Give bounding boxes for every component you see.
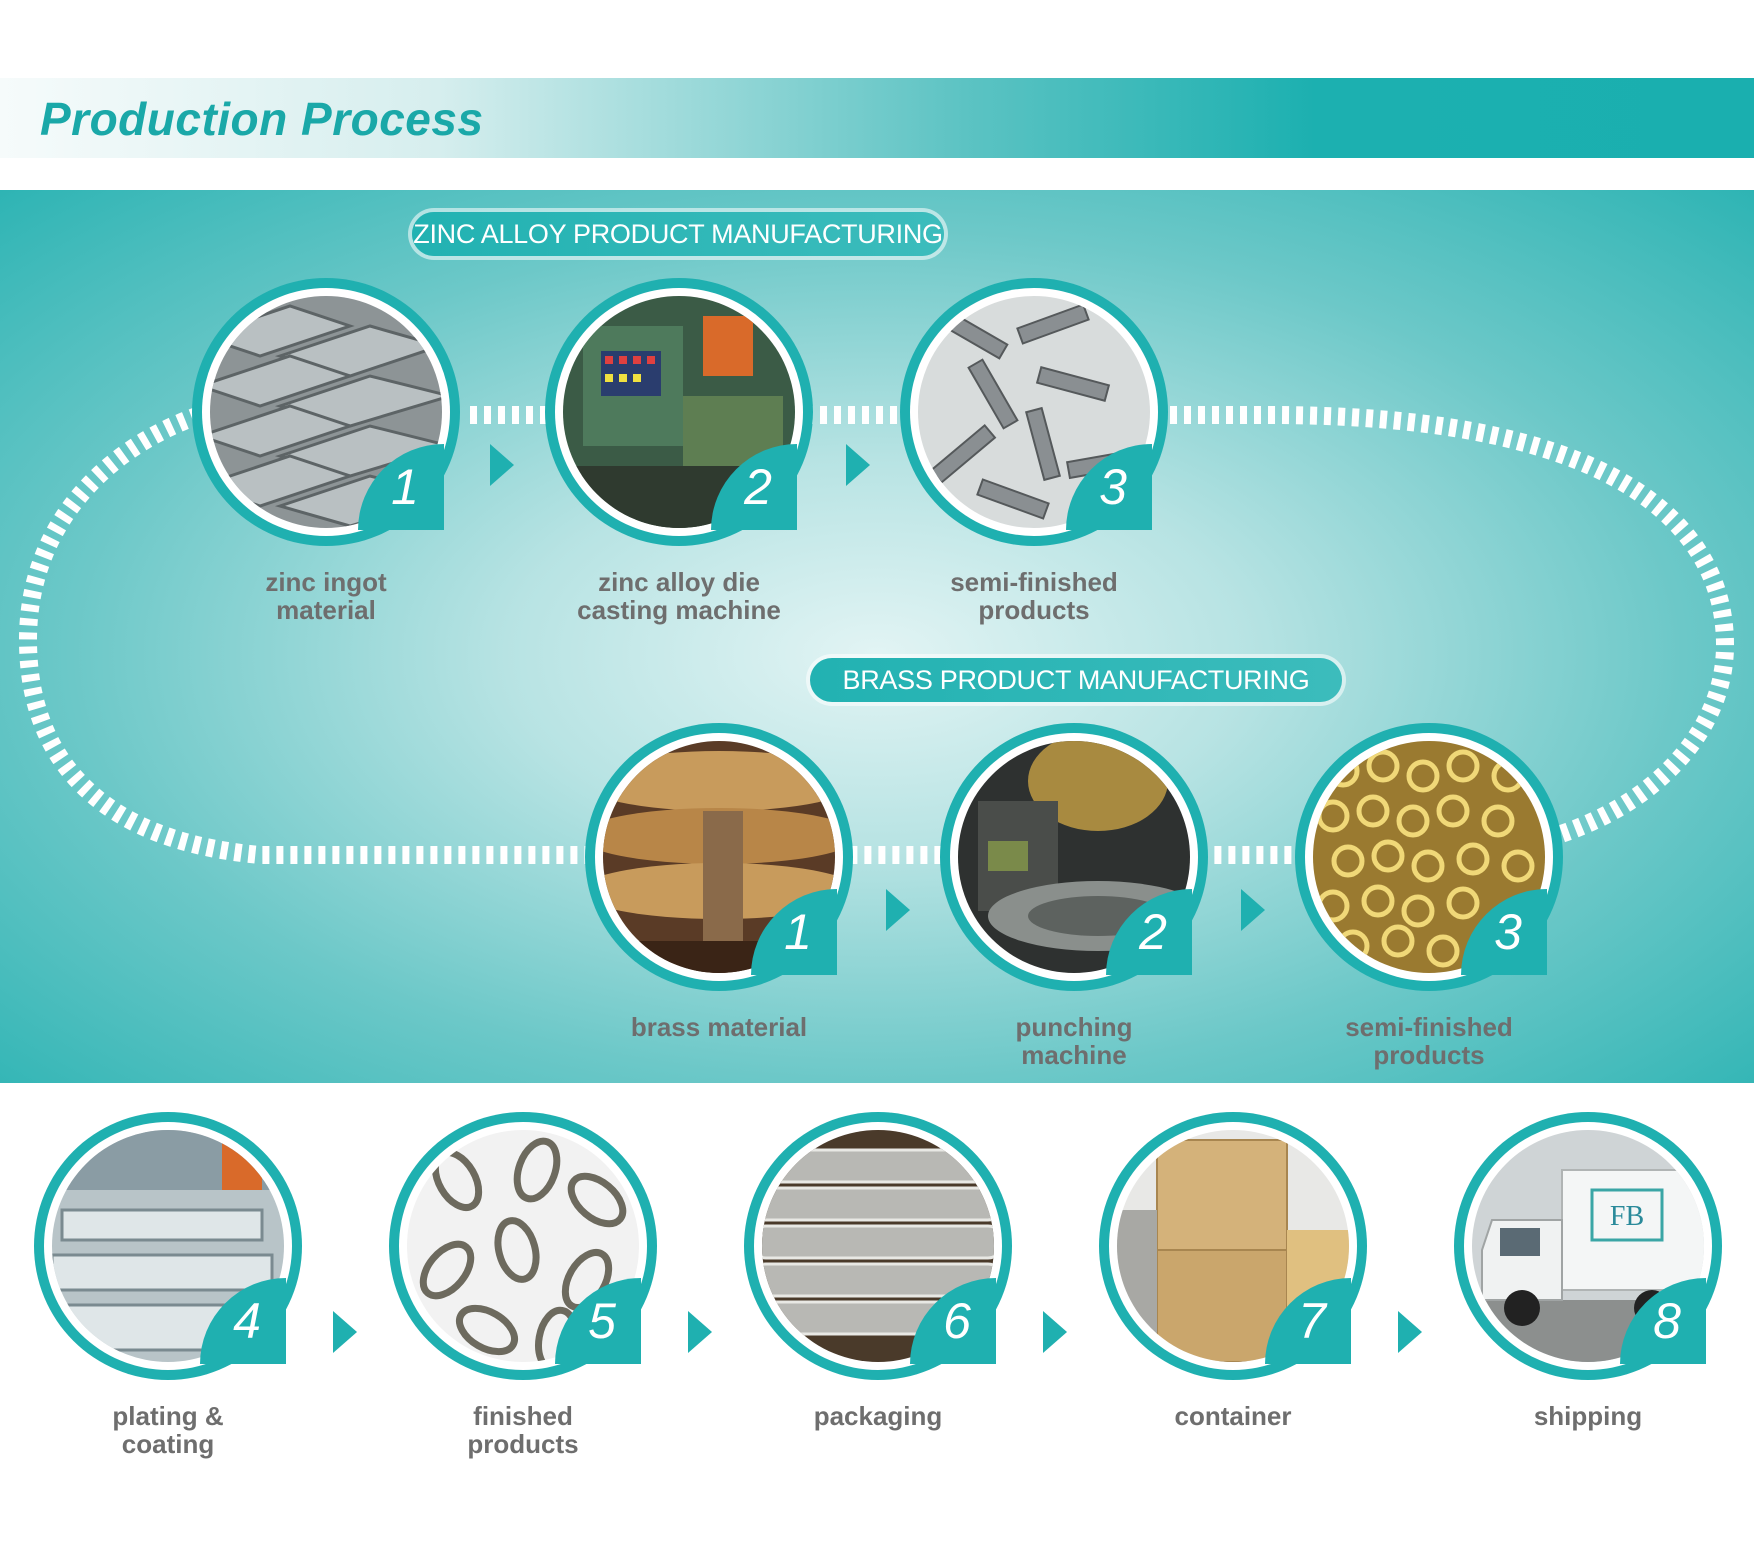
dashed-loop-path: [18, 406, 1735, 864]
step-number-badge: 2: [1106, 889, 1192, 975]
step-label: punching machine: [1015, 1012, 1133, 1070]
flow-arrow-icon: [1043, 1311, 1067, 1353]
step-label: semi-finished products: [950, 567, 1118, 625]
step-label: brass material: [630, 1012, 808, 1042]
flow-arrow-icon: [688, 1311, 712, 1353]
step-label: packaging: [813, 1401, 943, 1431]
step-label: semi-finished products: [1345, 1012, 1513, 1070]
zinc-section-label: ZINC ALLOY PRODUCT MANUFACTURING: [412, 212, 944, 256]
flow-arrow-icon: [333, 1311, 357, 1353]
flow-arrow-icon: [886, 889, 910, 931]
page-title: Production Process: [40, 93, 484, 145]
flow-arrow-icon: [1241, 889, 1265, 931]
step-label: zinc alloy die casting machine: [577, 567, 781, 625]
flow-arrow-icon: [1398, 1311, 1422, 1353]
flow-arrow-icon: [846, 444, 870, 486]
flow-arrow-icon: [490, 444, 514, 486]
svg-text:FB: FB: [1610, 1201, 1644, 1232]
brass-section-label: BRASS PRODUCT MANUFACTURING: [810, 658, 1342, 702]
step-label: shipping: [1533, 1401, 1643, 1431]
header-band: [0, 78, 1754, 158]
step-label: plating & coating: [112, 1401, 224, 1459]
step-label: zinc ingot material: [265, 567, 387, 625]
process-panel: ZINC ALLOY PRODUCT MANUFACTURING BRASS P…: [0, 190, 1754, 1083]
step-label: finished products: [467, 1401, 579, 1459]
step-label: container: [1174, 1401, 1292, 1431]
